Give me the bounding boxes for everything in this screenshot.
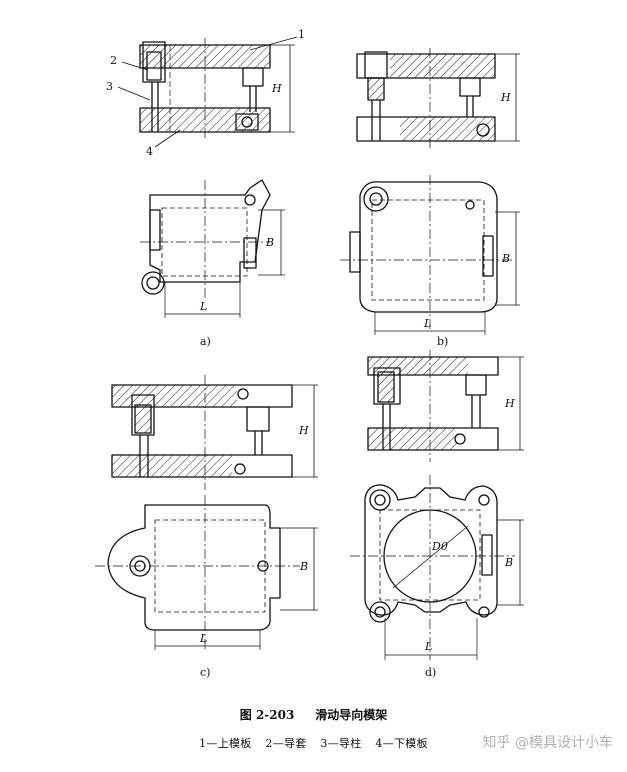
- dim-L-c: L: [199, 632, 207, 645]
- view-d-side: [367, 350, 524, 462]
- dim-B-d: B: [504, 556, 513, 569]
- view-b-side: [356, 48, 520, 148]
- view-c-side: [111, 375, 318, 490]
- view-a-side: [117, 36, 298, 148]
- dim-B-b: B: [501, 252, 510, 265]
- dim-H-d: H: [504, 397, 515, 410]
- view-b-plan: [340, 175, 520, 335]
- sublabel-a: a): [200, 335, 211, 348]
- dimension-labels: H H B L B L H H B L D0 B L: [199, 82, 515, 653]
- legend-item-1: 1—上模板: [199, 737, 252, 750]
- parts-legend: 1—上模板 2—导套 3—导柱 4—下模板: [0, 735, 627, 751]
- callout-labels: 1 2 3 4: [106, 28, 305, 158]
- figure-number: 图 2-203: [239, 708, 295, 722]
- legend-item-3: 3—导柱: [320, 737, 362, 750]
- dim-H-a: H: [271, 82, 282, 95]
- dim-B-a: B: [265, 236, 274, 249]
- dim-B-c: B: [299, 560, 308, 573]
- sub-figure-labels: a) b) c) d): [200, 335, 448, 679]
- dim-L-a: L: [199, 300, 207, 313]
- callout-2: 2: [110, 54, 117, 67]
- dim-D0-d: D0: [431, 540, 448, 553]
- sublabel-b: b): [437, 335, 448, 348]
- view-a-plan: [140, 179, 285, 318]
- dim-L-d: L: [424, 640, 432, 653]
- sublabel-d: d): [425, 666, 436, 679]
- view-d-plan: [350, 475, 524, 660]
- legend-item-2: 2—导套: [265, 737, 307, 750]
- dim-H-b: H: [500, 91, 511, 104]
- view-c-plan: [95, 495, 318, 650]
- sublabel-c: c): [200, 666, 210, 679]
- callout-1: 1: [298, 28, 305, 41]
- watermark: 知乎 @模具设计小车: [482, 735, 613, 751]
- callout-3: 3: [106, 80, 113, 93]
- dim-L-b: L: [423, 317, 431, 330]
- figure-caption: 图 2-203 滑动导向模架: [0, 706, 627, 723]
- legend-item-4: 4—下模板: [375, 737, 428, 750]
- callout-4: 4: [146, 145, 153, 158]
- figure-title: 滑动导向模架: [315, 708, 388, 722]
- dim-H-c: H: [298, 424, 309, 437]
